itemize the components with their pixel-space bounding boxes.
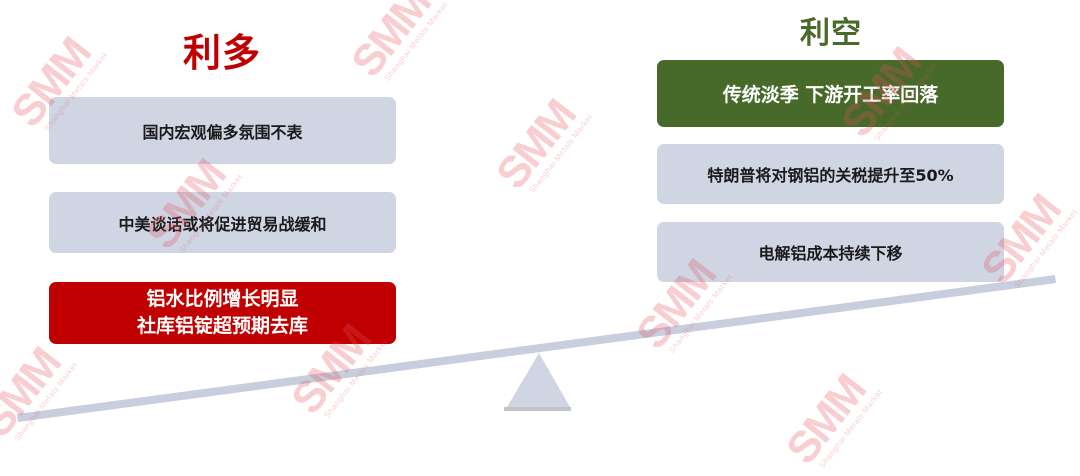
bullish-factor-1-text: 国内宏观偏多氛围不表 [142,122,303,142]
bearish-factor-3: 电解铝成本持续下移 [657,222,1004,282]
scale-fulcrum [507,353,570,407]
bearish-factor-2: 特朗普将对钢铝的关税提升至50% [657,144,1004,204]
bearish-factor-1-text: 传统淡季 下游开工率回落 [722,84,939,106]
bullish-factor-3-line-1: 铝水比例增长明显 [146,288,299,310]
bearish-factor-3-text: 电解铝成本持续下移 [758,244,903,263]
bullish-title: 利多 [182,31,261,75]
bullish-factor-2: 中美谈话或将促进贸易战缓和 [49,192,396,253]
bullish-factor-3-highlight: 铝水比例增长明显 社库铝锭超预期去库 [49,282,396,344]
bearish-title: 利空 [800,16,862,51]
bearish-factor-2-text: 特朗普将对钢铝的关税提升至50% [707,166,954,185]
bullish-factor-1: 国内宏观偏多氛围不表 [49,97,396,164]
bullish-factor-3-line-2: 社库铝锭超预期去库 [136,315,308,337]
scale-fulcrum-base [504,407,571,411]
balance-scale [17,275,1056,422]
bearish-factor-1-highlight: 传统淡季 下游开工率回落 [657,60,1004,127]
scale-beam [17,275,1056,422]
bullish-factor-2-text: 中美谈话或将促进贸易战缓和 [118,214,327,234]
